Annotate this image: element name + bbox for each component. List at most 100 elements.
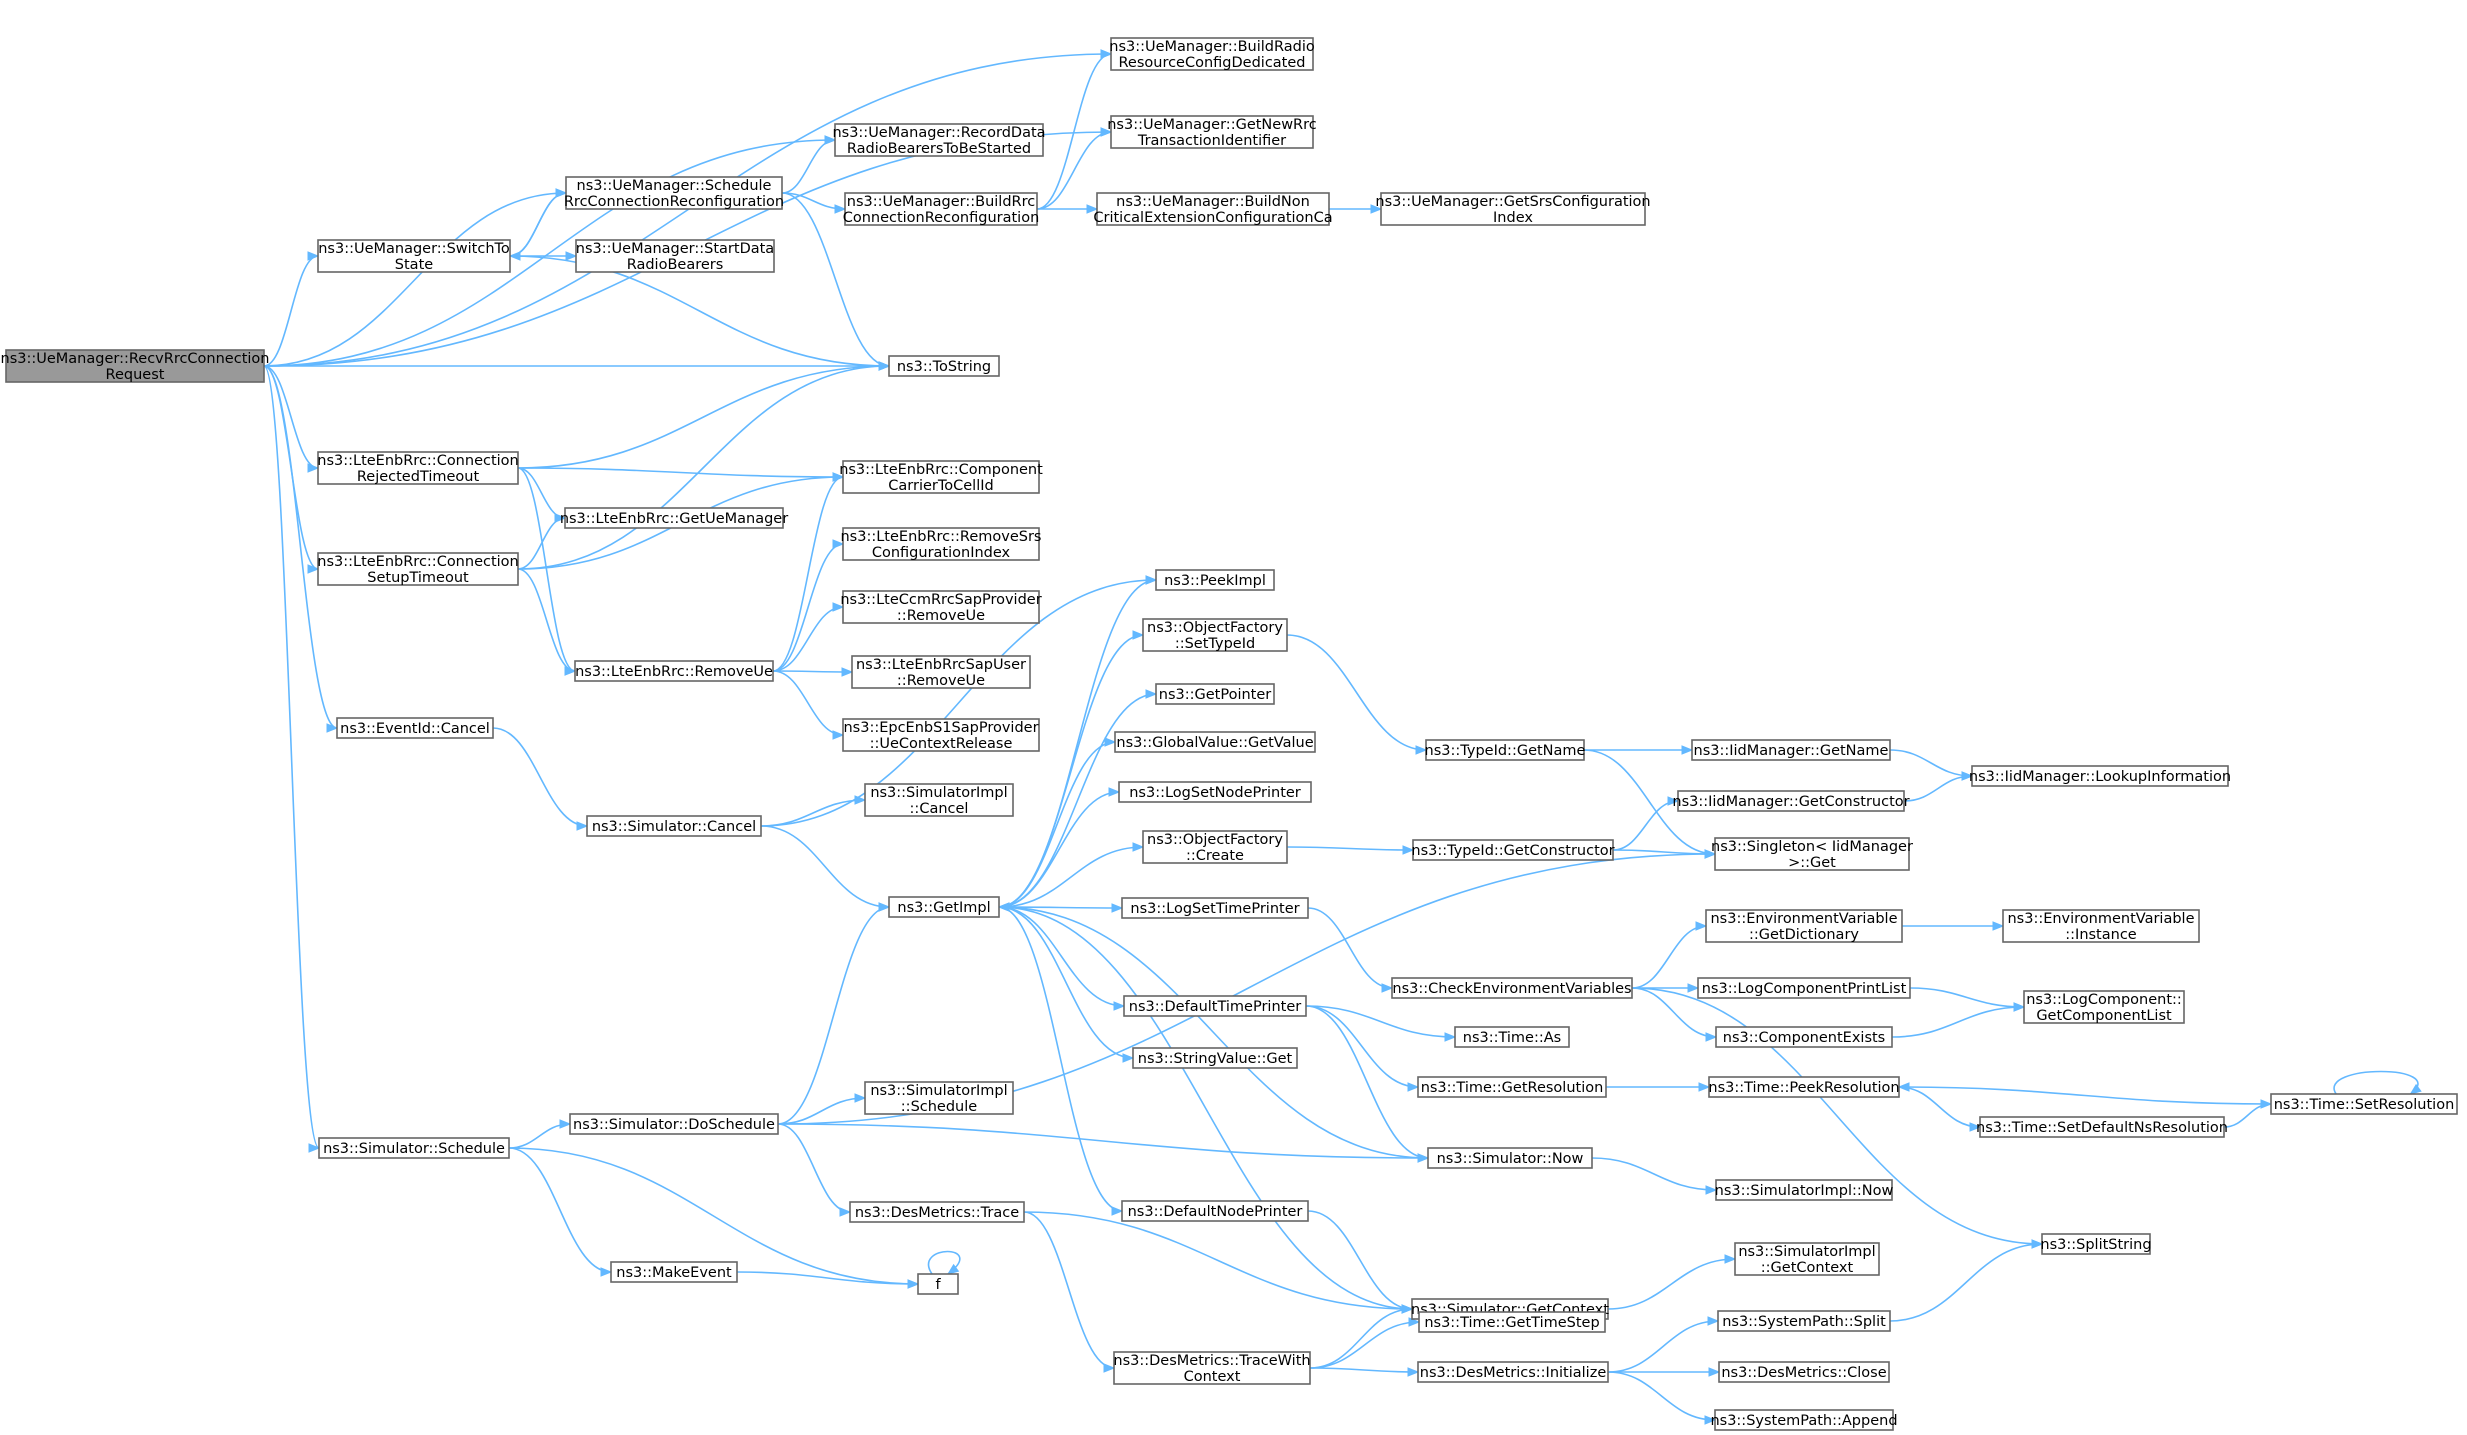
- call-edge: [998, 906, 1134, 1059]
- arrow-head: [1103, 1363, 1116, 1373]
- function-node[interactable]: ns3::UeManager::BuildRadioResourceConfig…: [1109, 37, 1315, 71]
- arrow-head: [1122, 1053, 1135, 1063]
- function-node[interactable]: ns3::GetImpl: [888, 896, 1000, 918]
- function-node[interactable]: ns3::SimulatorImpl::Schedule: [864, 1081, 1014, 1115]
- function-node[interactable]: ns3::DefaultNodePrinter: [1121, 1200, 1309, 1222]
- function-node[interactable]: ns3::PeekImpl: [1155, 569, 1275, 591]
- function-node[interactable]: ns3::EnvironmentVariable::Instance: [2002, 909, 2200, 943]
- function-node[interactable]: ns3::MakeEvent: [610, 1261, 738, 1283]
- call-edge: [509, 255, 890, 367]
- function-node[interactable]: ns3::LteCcmRrcSapProvider::RemoveUe: [840, 590, 1042, 624]
- node-label: ns3::TypeId::GetName: [1425, 743, 1586, 759]
- node-box: [1705, 909, 1903, 943]
- function-node[interactable]: ns3::UeManager::BuildRrcConnectionReconf…: [843, 192, 1040, 226]
- node-label: ns3::Time::GetResolution: [1421, 1080, 1604, 1096]
- function-node[interactable]: ns3::DesMetrics::Close: [1718, 1361, 1890, 1383]
- function-node[interactable]: ns3::SplitString: [2040, 1233, 2152, 1255]
- function-node[interactable]: ns3::SimulatorImpl::Cancel: [864, 783, 1014, 817]
- function-node[interactable]: ns3::UeManager::ScheduleRrcConnectionRec…: [564, 176, 784, 210]
- node-box: [1714, 837, 1910, 871]
- function-node[interactable]: ns3::EnvironmentVariable::GetDictionary: [1705, 909, 1903, 943]
- call-edge: [263, 365, 319, 469]
- function-node[interactable]: ns3::Simulator::Cancel: [586, 815, 762, 837]
- function-node[interactable]: ns3::StringValue::Get: [1132, 1047, 1298, 1069]
- function-node[interactable]: ns3::EpcEnbS1SapProvider::UeContextRelea…: [842, 718, 1040, 752]
- function-node[interactable]: ns3::LteEnbRrc::GetUeManager: [560, 507, 788, 529]
- function-node[interactable]: ns3::TypeId::GetName: [1425, 739, 1586, 761]
- function-node[interactable]: ns3::Singleton< IidManager>::Get: [1711, 837, 1913, 871]
- function-node[interactable]: ns3::GetPointer: [1155, 683, 1275, 705]
- function-node[interactable]: ns3::Time::As: [1454, 1026, 1570, 1048]
- function-node[interactable]: ns3::Time::SetDefaultNsResolution: [1976, 1116, 2228, 1138]
- node-box: [844, 192, 1038, 226]
- call-edge: [1631, 925, 1707, 989]
- arrow-head: [1704, 849, 1717, 859]
- function-node[interactable]: ns3::DesMetrics::Initialize: [1417, 1361, 1609, 1383]
- node-box: [336, 717, 494, 739]
- function-node[interactable]: ns3::LteEnbRrcSapUser::RemoveUe: [851, 655, 1031, 689]
- node-box: [842, 590, 1040, 624]
- function-node[interactable]: ns3::LogComponentPrintList: [1697, 977, 1911, 999]
- node-label: ns3::TypeId::GetConstructor: [1411, 843, 1614, 859]
- function-node[interactable]: ns3::DefaultTimePrinter: [1123, 995, 1307, 1017]
- function-node[interactable]: ns3::IidManager::GetName: [1691, 739, 1891, 761]
- function-node[interactable]: ns3::LogComponent::GetComponentList: [2023, 990, 2185, 1024]
- arrow-head: [1132, 842, 1145, 852]
- function-node[interactable]: ns3::SystemPath::Split: [1717, 1310, 1891, 1332]
- function-node[interactable]: ns3::ObjectFactory::SetTypeId: [1142, 618, 1288, 652]
- function-node[interactable]: ns3::Time::GetTimeStep: [1418, 1311, 1606, 1333]
- node-box: [564, 507, 784, 529]
- function-node[interactable]: ns3::Simulator::DoSchedule: [569, 1113, 779, 1135]
- function-node[interactable]: ns3::SimulatorImpl::Now: [1715, 1179, 1894, 1201]
- function-node[interactable]: ns3::LogSetNodePrinter: [1118, 781, 1312, 803]
- arrow-head: [841, 667, 854, 677]
- arrow-head: [1407, 1082, 1420, 1092]
- node-label: ns3::DesMetrics::Initialize: [1420, 1365, 1607, 1381]
- function-node[interactable]: ns3::GlobalValue::GetValue: [1114, 731, 1316, 753]
- call-edge: [263, 365, 320, 1149]
- function-node[interactable]: ns3::LogSetTimePrinter: [1121, 897, 1309, 919]
- arrow-head: [1100, 49, 1113, 59]
- function-node[interactable]: ns3::ObjectFactory::Create: [1142, 830, 1288, 864]
- arrow-head: [2409, 1083, 2422, 1095]
- function-node[interactable]: ns3::Simulator::Schedule: [318, 1137, 510, 1159]
- node-box: [1118, 781, 1312, 803]
- function-node[interactable]: ns3::Time::SetResolution: [2270, 1093, 2458, 1115]
- function-node[interactable]: ns3::Time::PeekResolution: [1708, 1076, 1900, 1098]
- call-edge: [998, 791, 1120, 908]
- node-box: [864, 1081, 1014, 1115]
- function-node[interactable]: ns3::LteEnbRrc::RemoveUe: [574, 660, 774, 682]
- node-label: ns3::EpcEnbS1SapProvider: [843, 720, 1038, 736]
- function-node[interactable]: ns3::SystemPath::Append: [1710, 1409, 1898, 1431]
- function-node[interactable]: ns3::Time::GetResolution: [1417, 1076, 1607, 1098]
- function-node[interactable]: ns3::Simulator::Now: [1427, 1147, 1593, 1169]
- function-node[interactable]: ns3::UeManager::RecordDataRadioBearersTo…: [832, 123, 1046, 157]
- function-node[interactable]: ns3::CheckEnvironmentVariables: [1391, 977, 1633, 999]
- function-node[interactable]: ns3::DesMetrics::Trace: [849, 1201, 1025, 1223]
- function-node[interactable]: ns3::SimulatorImpl::GetContext: [1734, 1242, 1880, 1276]
- function-node[interactable]: ns3::EventId::Cancel: [336, 717, 494, 739]
- function-node[interactable]: ns3::UeManager::GetNewRrcTransactionIden…: [1107, 115, 1317, 149]
- node-box: [1714, 1409, 1894, 1431]
- function-node[interactable]: ns3::IidManager::LookupInformation: [1969, 765, 2231, 787]
- function-node[interactable]: ns3::ComponentExists: [1715, 1026, 1893, 1048]
- function-node[interactable]: ns3::ToString: [888, 355, 1000, 377]
- node-box: [1132, 1047, 1298, 1069]
- function-node[interactable]: ns3::TypeId::GetConstructor: [1411, 839, 1615, 861]
- node-box: [1717, 1310, 1891, 1332]
- function-node[interactable]: ns3::LteEnbRrc::RemoveSrsConfigurationIn…: [840, 527, 1042, 561]
- function-node[interactable]: ns3::LteEnbRrc::ConnectionRejectedTimeou…: [317, 451, 519, 485]
- function-node[interactable]: ns3::IidManager::GetConstructor: [1672, 790, 1910, 812]
- arrow-head: [832, 602, 845, 612]
- function-node[interactable]: ns3::UeManager::BuildNonCriticalExtensio…: [1093, 192, 1333, 226]
- function-node[interactable]: f: [917, 1273, 959, 1295]
- call-edge: [781, 192, 890, 367]
- arrow-head: [1401, 1304, 1414, 1314]
